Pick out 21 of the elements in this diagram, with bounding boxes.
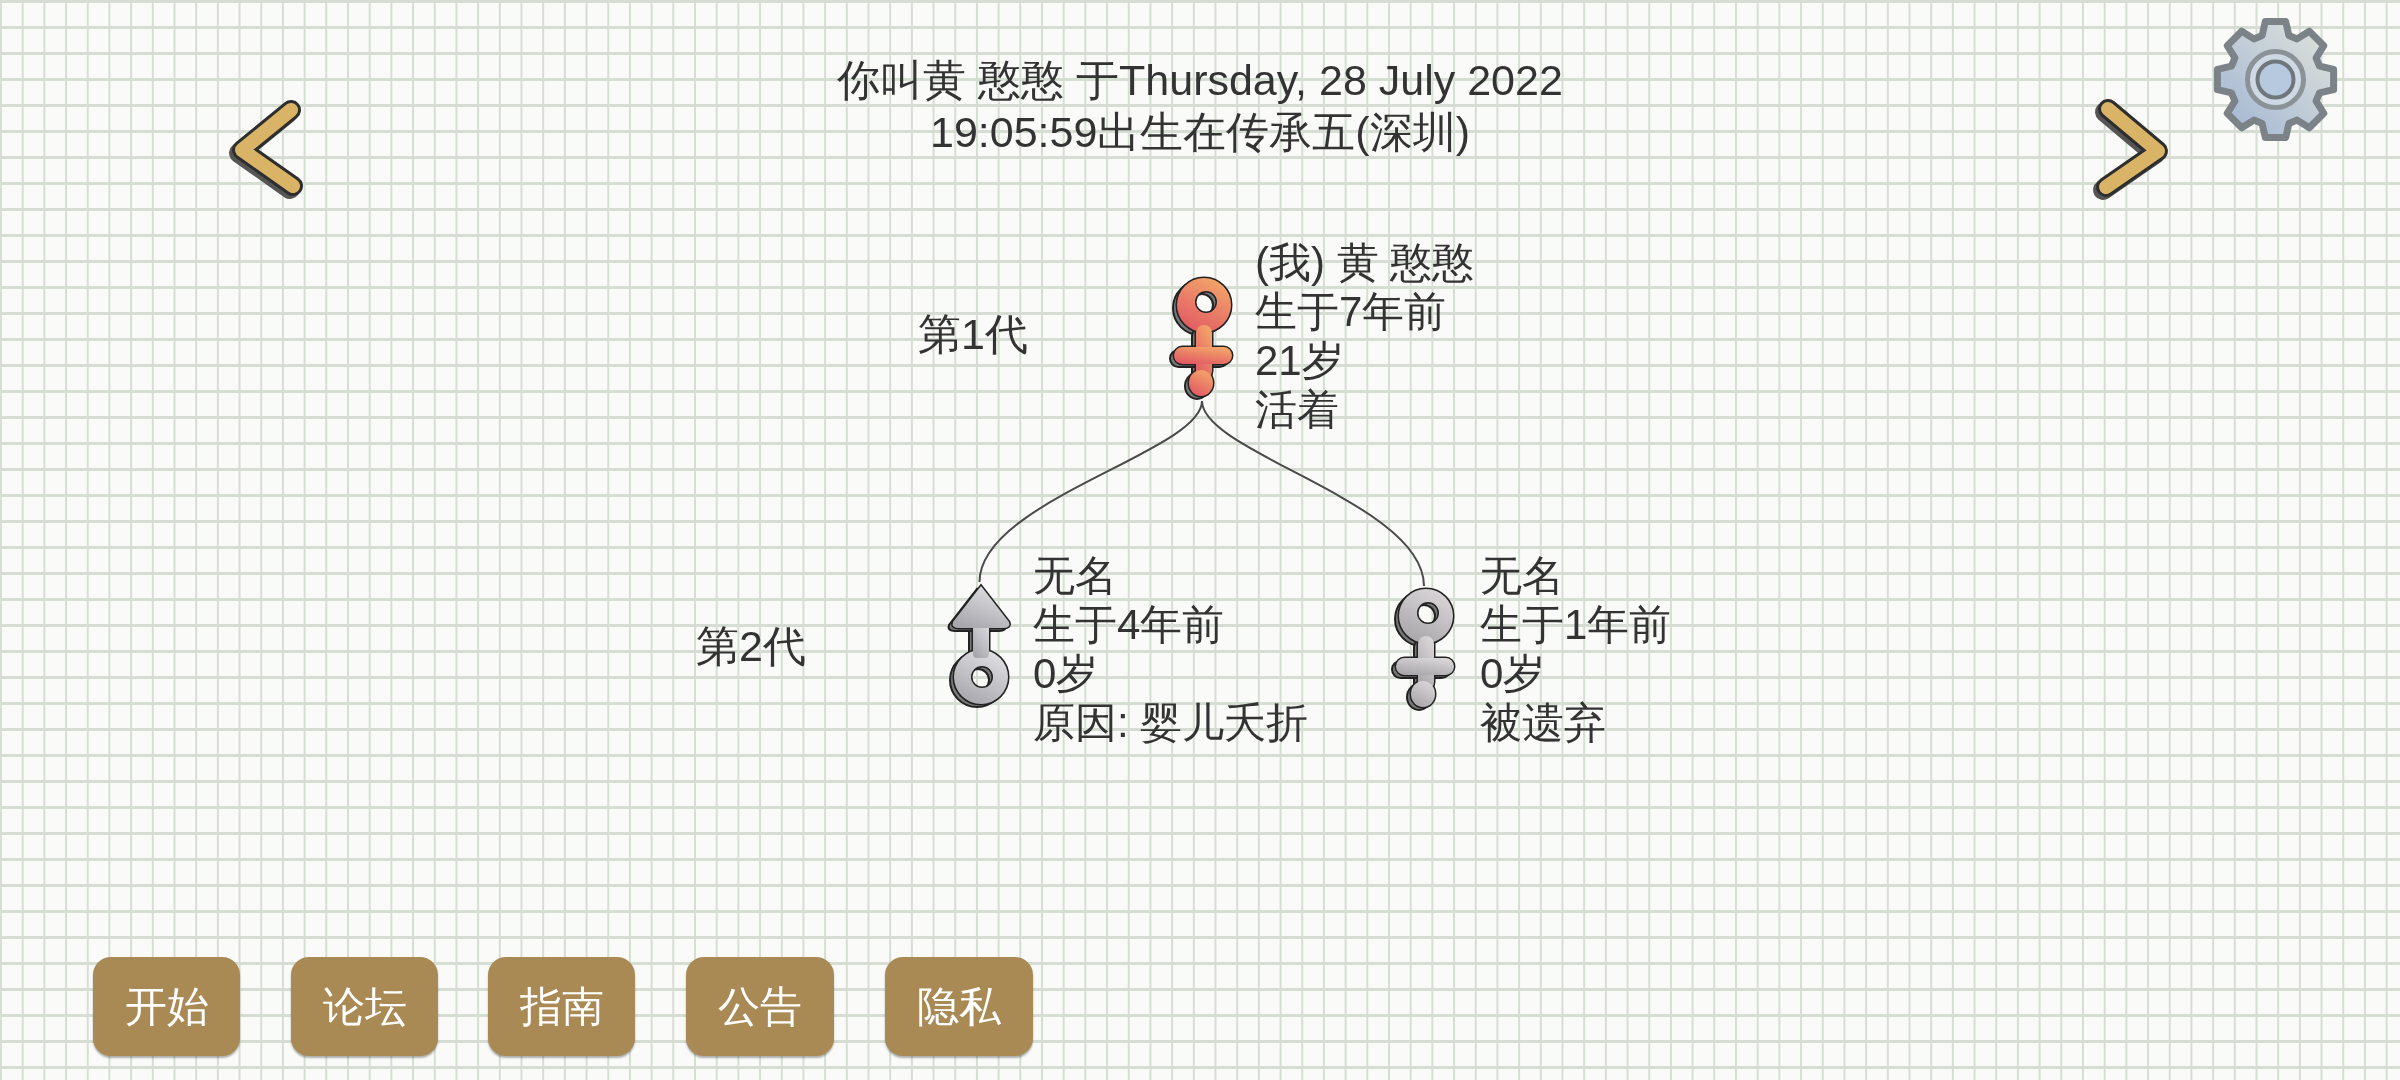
status-text: 活着 xyxy=(1255,385,1339,434)
generation-label: 第2代 xyxy=(696,622,806,671)
menu-button: 开始 xyxy=(93,957,240,1056)
birth-text: 生于4年前 xyxy=(1033,600,1225,649)
menu-button: 论坛 xyxy=(291,957,438,1056)
birth-text: 生于7年前 xyxy=(1255,287,1447,336)
name-text: (我) 黄 憨憨 xyxy=(1255,238,1475,287)
age-text: 0岁 xyxy=(1033,649,1099,698)
age-text: 0岁 xyxy=(1480,649,1546,698)
status-text: 被遗弃 xyxy=(1480,698,1606,747)
menu-button: 公告 xyxy=(686,957,834,1056)
birth-text: 生于1年前 xyxy=(1480,600,1672,649)
menu-button: 指南 xyxy=(488,957,635,1056)
generation-label: 第1代 xyxy=(918,310,1028,359)
menu-button: 隐私 xyxy=(885,957,1033,1056)
name-text: 无名 xyxy=(1033,551,1117,600)
heading: 你叫黄 憨憨 于Thursday, 28 July 2022 19:05:59出生在传承五(深圳) xyxy=(836,55,1564,158)
connector-line xyxy=(1201,400,1425,587)
status-text: 原因: 婴儿夭折 xyxy=(1033,698,1309,747)
age-text: 21岁 xyxy=(1255,336,1344,385)
name-text: 无名 xyxy=(1480,551,1564,600)
